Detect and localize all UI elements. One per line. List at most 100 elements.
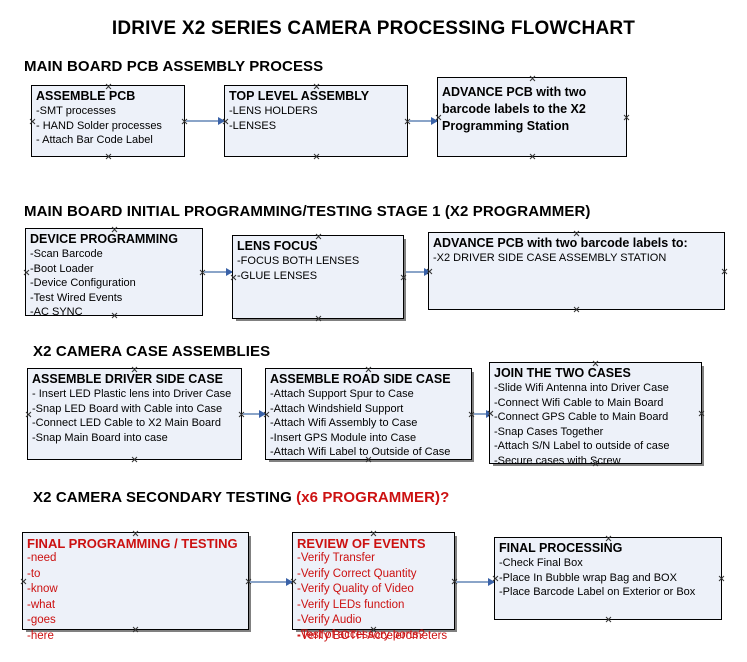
node-title: ADVANCE PCB with two barcode labels to t…: [442, 85, 587, 133]
node-assemble-road-side-case[interactable]: ASSEMBLE ROAD SIDE CASE -Attach Support …: [265, 368, 472, 460]
section-heading-x2-camera-secondary-testing: X2 CAMERA SECONDARY TESTING (x6 PROGRAMM…: [33, 489, 449, 506]
section-heading-text: MAIN BOARD PCB ASSEMBLY PROCESS: [24, 58, 324, 75]
node-line: -Snap Cases Together: [494, 425, 604, 438]
section-heading-main-board-initial-programming: MAIN BOARD INITIAL PROGRAMMING/TESTING S…: [24, 203, 591, 220]
connection-point-right-icon: [623, 114, 630, 121]
connection-point-bottom-icon: [105, 153, 112, 160]
node-line: -Attach Wifi Assembly to Case: [270, 417, 418, 429]
node-overflow-line: -Test of accessory ports?: [297, 629, 425, 641]
node-device-programming[interactable]: DEVICE PROGRAMMING -Scan Barcode -Boot L…: [23, 228, 203, 318]
node-title: FINAL PROGRAMMING / TESTING: [27, 536, 238, 551]
node-assemble-driver-side-case[interactable]: ASSEMBLE DRIVER SIDE CASE - Insert LED P…: [27, 368, 242, 460]
node-line: -FOCUS BOTH LENSES: [237, 255, 360, 267]
node-line: -Device Configuration: [30, 277, 136, 289]
node-line: -Verify LEDs function: [297, 598, 405, 611]
page-title: IDRIVE X2 SERIES CAMERA PROCESSING FLOWC…: [111, 18, 636, 39]
node-line: -LENS HOLDERS: [229, 105, 318, 117]
node-line: - Insert LED Plastic lens into Driver Ca…: [32, 388, 232, 400]
node-final-processing[interactable]: FINAL PROCESSING -Check Final Box -Place…: [494, 537, 722, 620]
node-join-the-two-cases[interactable]: JOIN THE TWO CASES -Slide Wifi Antenna i…: [489, 362, 705, 467]
node-title: ADVANCE PCB with two barcode labels to:: [433, 236, 688, 250]
connection-point-left-icon: [20, 578, 27, 585]
node-line: -GLUE LENSES: [237, 269, 318, 282]
node-line: - HAND Solder processes: [36, 119, 162, 132]
connection-point-bottom-icon: [605, 616, 612, 623]
section-heading-text: X2 CAMERA SECONDARY TESTING: [33, 489, 297, 506]
node-line: -LENSES: [229, 119, 277, 132]
connection-point-right-icon: [721, 268, 728, 275]
node-line: -SMT processes: [36, 105, 116, 117]
node-title: ASSEMBLE ROAD SIDE CASE: [270, 372, 451, 386]
node-line: -Slide Wifi Antenna into Driver Case: [494, 382, 669, 394]
connector-arrow: [456, 578, 495, 586]
connector-arrow: [186, 117, 225, 125]
section-heading-accent: (x6 PROGRAMMER)?: [296, 489, 450, 506]
connector-arrow: [243, 410, 266, 418]
node-line: -AC SYNC: [30, 306, 83, 318]
node-line: -Snap Main Board into case: [32, 431, 168, 444]
node-line: -Attach Wifi Label to Outside of Case: [270, 446, 451, 458]
node-line: - Attach Bar Code Label: [36, 134, 153, 146]
connection-point-bottom-icon: [529, 153, 536, 160]
section-heading-main-board-pcb-assembly: MAIN BOARD PCB ASSEMBLY PROCESS: [24, 58, 323, 75]
node-title: ASSEMBLE DRIVER SIDE CASE: [32, 372, 224, 386]
node-title: REVIEW OF EVENTS: [297, 536, 426, 551]
node-lens-focus[interactable]: LENS FOCUS -FOCUS BOTH LENSES -GLUE LENS…: [232, 235, 404, 319]
node-title: JOIN THE TWO CASES: [494, 366, 631, 380]
node-final-programming-testing[interactable]: FINAL PROGRAMMING / TESTING -need -to -k…: [20, 532, 249, 642]
node-line: -Connect GPS Cable to Main Board: [494, 411, 669, 423]
connector-arrow: [250, 578, 293, 586]
node-line: -Secure cases with Screw: [494, 454, 621, 467]
node-advance-pcb-driver-side-station[interactable]: ADVANCE PCB with two barcode labels to: …: [428, 232, 725, 310]
node-review-of-events[interactable]: REVIEW OF EVENTS -Verify Transfer -Verif…: [292, 532, 455, 642]
node-line: -Attach Support Spur to Case: [270, 388, 414, 400]
node-title: DEVICE PROGRAMMING: [30, 232, 178, 246]
connection-point-bottom-icon: [315, 315, 322, 322]
node-line: -goes: [27, 614, 56, 626]
connection-point-left-icon: [29, 118, 36, 125]
connection-point-bottom-icon: [573, 306, 580, 313]
connection-point-top-icon: [529, 75, 536, 82]
node-line: -Check Final Box: [499, 557, 583, 569]
connection-point-bottom-icon: [131, 456, 138, 463]
node-assemble-pcb[interactable]: ASSEMBLE PCB -SMT processes - HAND Solde…: [31, 85, 185, 157]
node-line: -Snap LED Board with Cable into Case: [32, 402, 223, 415]
node-line: -Attach Windshield Support: [270, 402, 404, 415]
connection-point-left-icon: [25, 411, 32, 418]
connection-point-right-icon: [400, 274, 407, 281]
node-title: ASSEMBLE PCB: [36, 89, 136, 103]
node-line: -know: [27, 583, 58, 595]
connection-point-right-icon: [718, 575, 725, 582]
connection-point-bottom-icon: [313, 153, 320, 160]
node-line: -need: [27, 552, 57, 564]
node-line: -Place In Bubble wrap Bag and BOX: [499, 571, 677, 584]
node-title: TOP LEVEL ASSEMBLY: [229, 89, 370, 103]
node-line: -Attach S/N Label to outside of case: [494, 440, 670, 452]
connector-arrow: [204, 268, 233, 276]
node-title: FINAL PROCESSING: [499, 541, 623, 555]
connection-point-left-icon: [23, 269, 30, 276]
node-line: -Boot Loader: [30, 262, 94, 275]
node-line: -Connect LED Cable to X2 Main Board: [32, 417, 221, 429]
node-line: -Verify Transfer: [297, 552, 375, 564]
node-line: -Insert GPS Module into Case: [270, 431, 417, 444]
section-heading-text: MAIN BOARD INITIAL PROGRAMMING/TESTING S…: [24, 203, 591, 220]
node-line: -Verify BOTH Accelerometers: [297, 629, 448, 642]
node-line: -what: [27, 598, 56, 611]
node-line: -Place Barcode Label on Exterior or Box: [499, 586, 696, 598]
node-line: -here: [27, 629, 54, 642]
node-line: -Verify Quality of Video: [297, 583, 414, 595]
node-line: -Scan Barcode: [30, 248, 103, 260]
node-title: LENS FOCUS: [237, 239, 318, 253]
node-line: -Verify Audio: [297, 614, 362, 626]
node-line: -Connect Wifi Cable to Main Board: [494, 396, 664, 409]
section-heading-text: X2 CAMERA CASE ASSEMBLIES: [33, 343, 271, 360]
node-line: -X2 DRIVER SIDE CASE ASSEMBLY STATION: [433, 252, 667, 264]
connection-point-right-icon: [698, 410, 705, 417]
section-heading-x2-camera-case-assemblies: X2 CAMERA CASE ASSEMBLIES: [33, 343, 270, 360]
node-line: -Verify Correct Quantity: [297, 567, 417, 580]
node-advance-pcb-programming-station[interactable]: ADVANCE PCB with two barcode labels to t…: [437, 77, 627, 157]
connector-arrow: [406, 268, 431, 276]
node-top-level-assembly[interactable]: TOP LEVEL ASSEMBLY -LENS HOLDERS -LENSES: [224, 85, 408, 157]
